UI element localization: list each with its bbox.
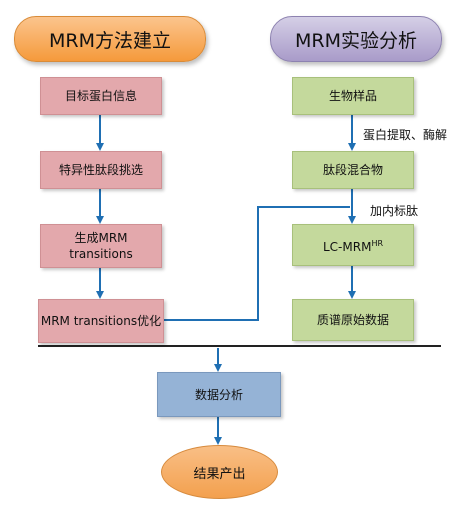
step-optimize-transitions: MRM transitions优化 (38, 299, 164, 343)
header-label: MRM实验分析 (295, 29, 417, 52)
step-generate-transitions: 生成MRM transitions (40, 224, 162, 268)
step-label: 肽段混合物 (322, 163, 383, 177)
label-protein-extraction: 蛋白提取、酶解 (363, 128, 448, 142)
step-bio-sample: 生物样品 (292, 77, 414, 115)
step-data-analysis: 数据分析 (157, 372, 281, 417)
step-raw-ms-data: 质谱原始数据 (292, 299, 414, 341)
header-mrm-experiment: MRM实验分析 (270, 16, 442, 62)
lc-mrm-text: LC-MRM (322, 239, 372, 254)
label-add-internal-standard: 加内标肽 (370, 204, 419, 218)
elbow-connector (162, 206, 350, 321)
step-label: 目标蛋白信息 (64, 89, 137, 103)
step-result-output: 结果产出 (161, 445, 278, 499)
step-target-protein-info: 目标蛋白信息 (40, 77, 162, 115)
step-label: 生成MRM transitions (69, 231, 133, 261)
step-label: 结果产出 (193, 466, 246, 482)
step-label: 数据分析 (194, 387, 243, 402)
step-lc-mrm: LC-MRMHR (292, 224, 414, 266)
header-mrm-method: MRM方法建立 (14, 16, 206, 62)
step-label: LC-MRMHR (323, 236, 383, 255)
step-label: 特异性肽段挑选 (58, 163, 143, 177)
step-label: 生物样品 (328, 89, 377, 103)
lc-mrm-superscript: HR (371, 238, 384, 248)
step-peptide-mixture: 肽段混合物 (292, 151, 414, 189)
header-label: MRM方法建立 (49, 29, 171, 52)
step-peptide-selection: 特异性肽段挑选 (40, 151, 162, 189)
step-label: 质谱原始数据 (316, 313, 389, 327)
step-label: MRM transitions优化 (40, 314, 162, 328)
